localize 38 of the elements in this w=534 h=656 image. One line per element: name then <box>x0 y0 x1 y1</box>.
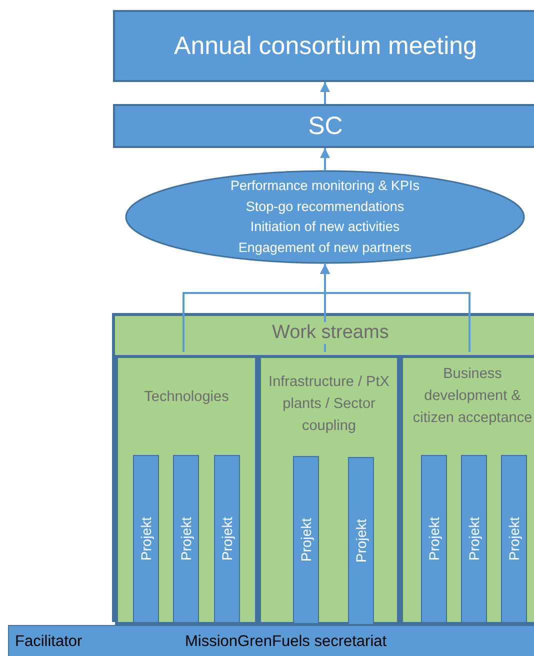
arrow <box>320 264 470 352</box>
project-label: Projekt <box>138 517 154 561</box>
box-title: Annual consortium meeting <box>173 32 478 60</box>
secretariat-bar <box>8 625 534 656</box>
work-streams-panel <box>112 313 534 622</box>
project-bar <box>214 455 240 623</box>
project-label: Projekt <box>466 517 482 561</box>
column-heading: Infrastructure / PtX plants / Sector coupling <box>268 373 390 436</box>
project-bar <box>133 455 159 623</box>
project-label: Projekt <box>426 517 442 561</box>
box-title: SC <box>307 112 344 140</box>
work-stream-column <box>115 355 258 625</box>
panel-heading: Work streams <box>272 322 389 344</box>
project-bar <box>293 456 319 624</box>
project-label: Projekt <box>219 517 235 561</box>
activity-text: Engagement of new partners <box>238 238 412 257</box>
committee-box <box>113 104 534 148</box>
activity-text: Performance monitoring & KPIs <box>230 177 420 195</box>
project-label: Projekt <box>353 519 369 563</box>
role-label: Facilitator <box>15 633 82 651</box>
project-label: Projekt <box>178 517 194 561</box>
activity-text: Initiation of new activities <box>250 218 400 236</box>
arrow <box>320 148 330 170</box>
work-stream-column <box>258 355 400 625</box>
bar-title: MissionGrenFuels secretariat <box>185 633 387 651</box>
column-heading: Business development & citizen acceptance <box>412 365 534 428</box>
project-bar <box>461 455 487 623</box>
project-bar <box>173 455 199 623</box>
arrow <box>320 82 330 104</box>
meeting-box <box>113 10 534 82</box>
project-bar <box>501 455 527 623</box>
project-label: Projekt <box>298 518 314 562</box>
work-stream-column <box>400 355 534 625</box>
project-label: Projekt <box>506 517 522 561</box>
project-bar <box>421 455 447 623</box>
column-heading: Technologies <box>143 388 230 407</box>
activity-text: Stop-go recommendations <box>246 198 404 216</box>
project-bar <box>348 457 374 625</box>
